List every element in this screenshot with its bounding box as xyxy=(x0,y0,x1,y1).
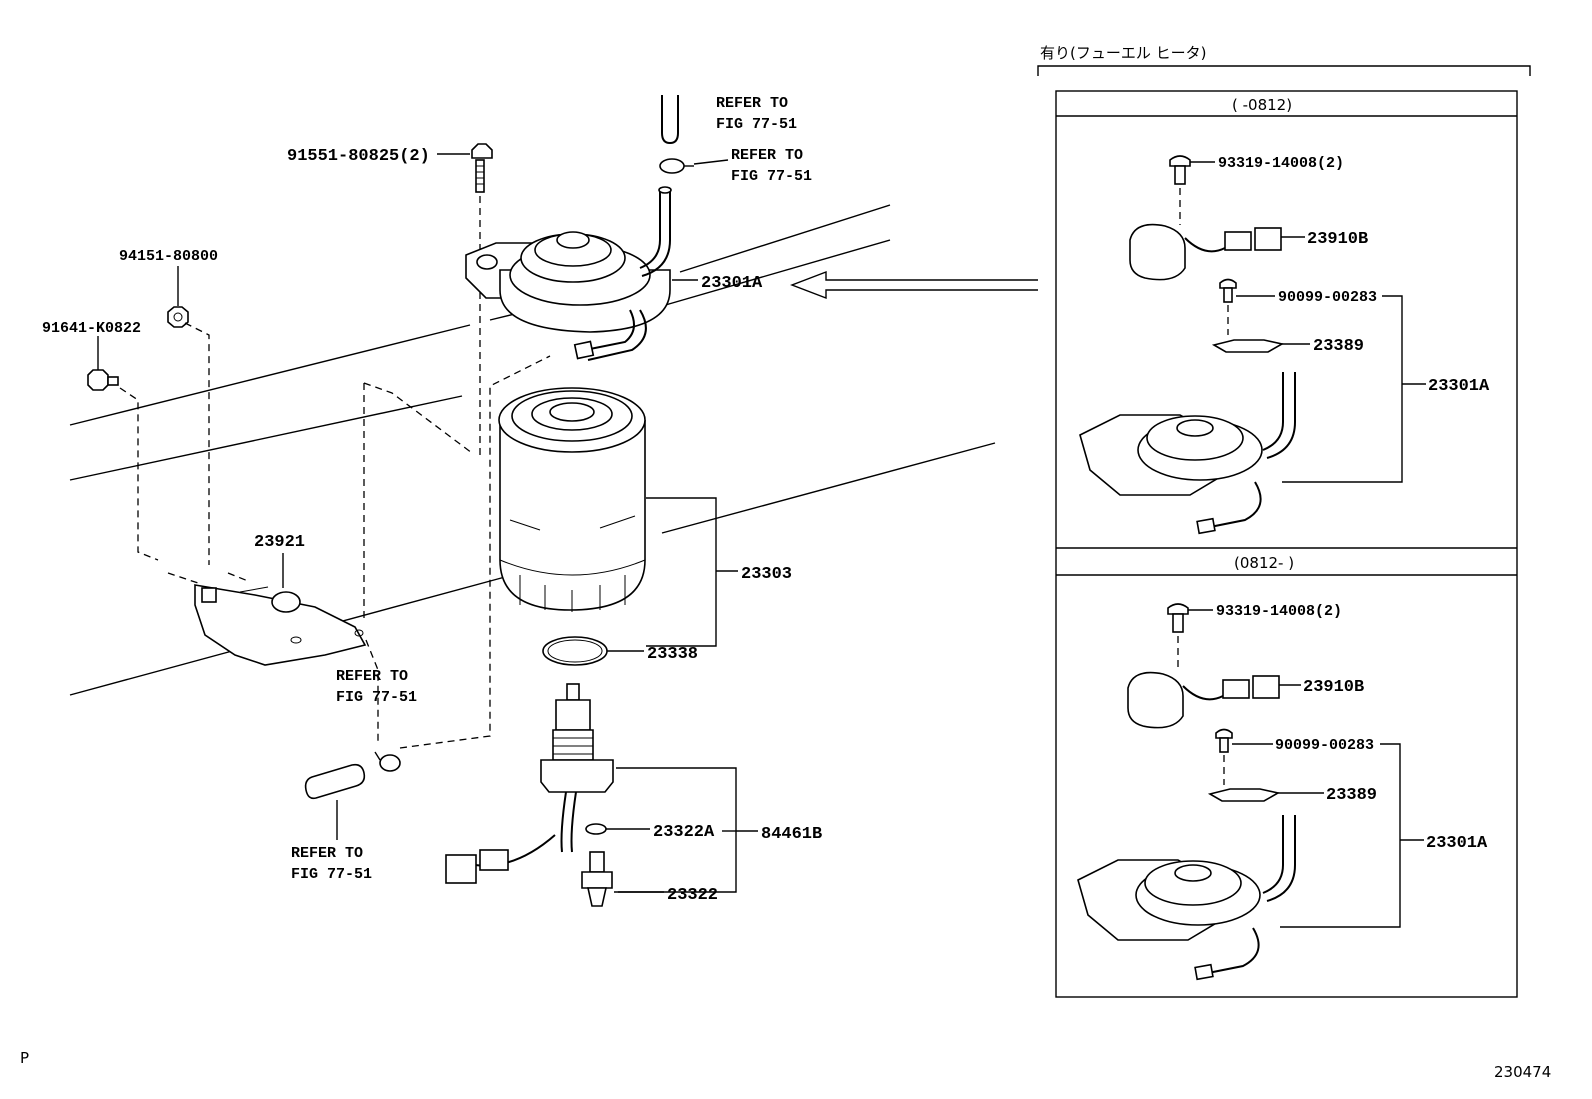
inset-lower-range: (0812- ) xyxy=(1234,554,1294,572)
label-23301A-main: 23301A xyxy=(701,274,763,293)
refer-label-2b: FIG 77-51 xyxy=(731,168,812,185)
o-ring-23338-inner xyxy=(547,639,603,663)
bracket-dashes xyxy=(119,322,551,749)
label-23921: 23921 xyxy=(254,533,305,552)
bracket-inset-upper-assy xyxy=(1282,295,1403,483)
filter-head-main xyxy=(465,186,672,361)
inset-lower-sensor-label: 23910B xyxy=(1303,678,1364,697)
label-84461B: 84461B xyxy=(761,825,822,844)
inset-lower-bolt-label: 90099-00283 xyxy=(1275,737,1374,754)
nut-94151 xyxy=(167,306,189,328)
bracket-23921 xyxy=(194,584,367,666)
inset-lower-parts xyxy=(1077,603,1296,981)
inset-upper-parts xyxy=(1079,155,1296,535)
inset-header: 有り(フューエル ヒータ) xyxy=(1040,44,1206,62)
arrow-to-inset xyxy=(790,270,1038,300)
page-mark: P xyxy=(20,1049,29,1067)
label-23322: 23322 xyxy=(667,886,718,905)
refer-label-4b: FIG 77-51 xyxy=(291,866,372,883)
water-sensor-84461B xyxy=(445,683,614,884)
pipe-top xyxy=(661,95,679,145)
inset-lower-assy-label: 23301A xyxy=(1426,834,1488,853)
bracket-inset-lower-assy xyxy=(1280,743,1401,928)
figure-number: 230474 xyxy=(1494,1063,1551,1081)
label-23303: 23303 xyxy=(741,565,792,584)
inset-upper-sensor-label: 23910B xyxy=(1307,230,1368,249)
label-91551-80825: 91551-80825(2) xyxy=(287,147,430,166)
inset-lower-bracket-label: 23389 xyxy=(1326,786,1377,805)
label-23322A: 23322A xyxy=(653,823,715,842)
clamp-mid xyxy=(374,751,401,772)
refer-label-2a: REFER TO xyxy=(731,147,803,164)
leader-clamp-top xyxy=(693,159,729,165)
inset-upper-bolt-label: 90099-00283 xyxy=(1278,289,1377,306)
refer-label-3a: REFER TO xyxy=(336,668,408,685)
bolt-91641 xyxy=(87,369,119,391)
inset-frame xyxy=(1055,90,1518,998)
bracket-23303 xyxy=(646,497,717,647)
inset-upper-assy-label: 23301A xyxy=(1428,377,1490,396)
inset-upper-range: ( -0812) xyxy=(1232,96,1292,114)
o-ring-23322A xyxy=(585,823,607,835)
label-91641-K0822: 91641-K0822 xyxy=(42,320,141,337)
refer-label-1a: REFER TO xyxy=(716,95,788,112)
o-ring-23338 xyxy=(542,636,608,666)
drain-plug-23322 xyxy=(581,851,613,907)
refer-label-3b: FIG 77-51 xyxy=(336,689,417,706)
label-94151-80800: 94151-80800 xyxy=(119,248,218,265)
inset-lower-screw-label: 93319-14008(2) xyxy=(1216,603,1342,620)
hose-bottom xyxy=(304,763,366,800)
bracket-84461B xyxy=(616,767,737,893)
inset-upper-screw-label: 93319-14008(2) xyxy=(1218,155,1344,172)
clamp-top xyxy=(659,158,694,174)
refer-label-1b: FIG 77-51 xyxy=(716,116,797,133)
inset-upper-bracket-label: 23389 xyxy=(1313,337,1364,356)
filter-element-23303 xyxy=(498,387,646,612)
label-23338: 23338 xyxy=(647,645,698,664)
refer-label-4a: REFER TO xyxy=(291,845,363,862)
inset-header-bracket xyxy=(1037,65,1531,76)
bolt-91551 xyxy=(471,143,493,455)
